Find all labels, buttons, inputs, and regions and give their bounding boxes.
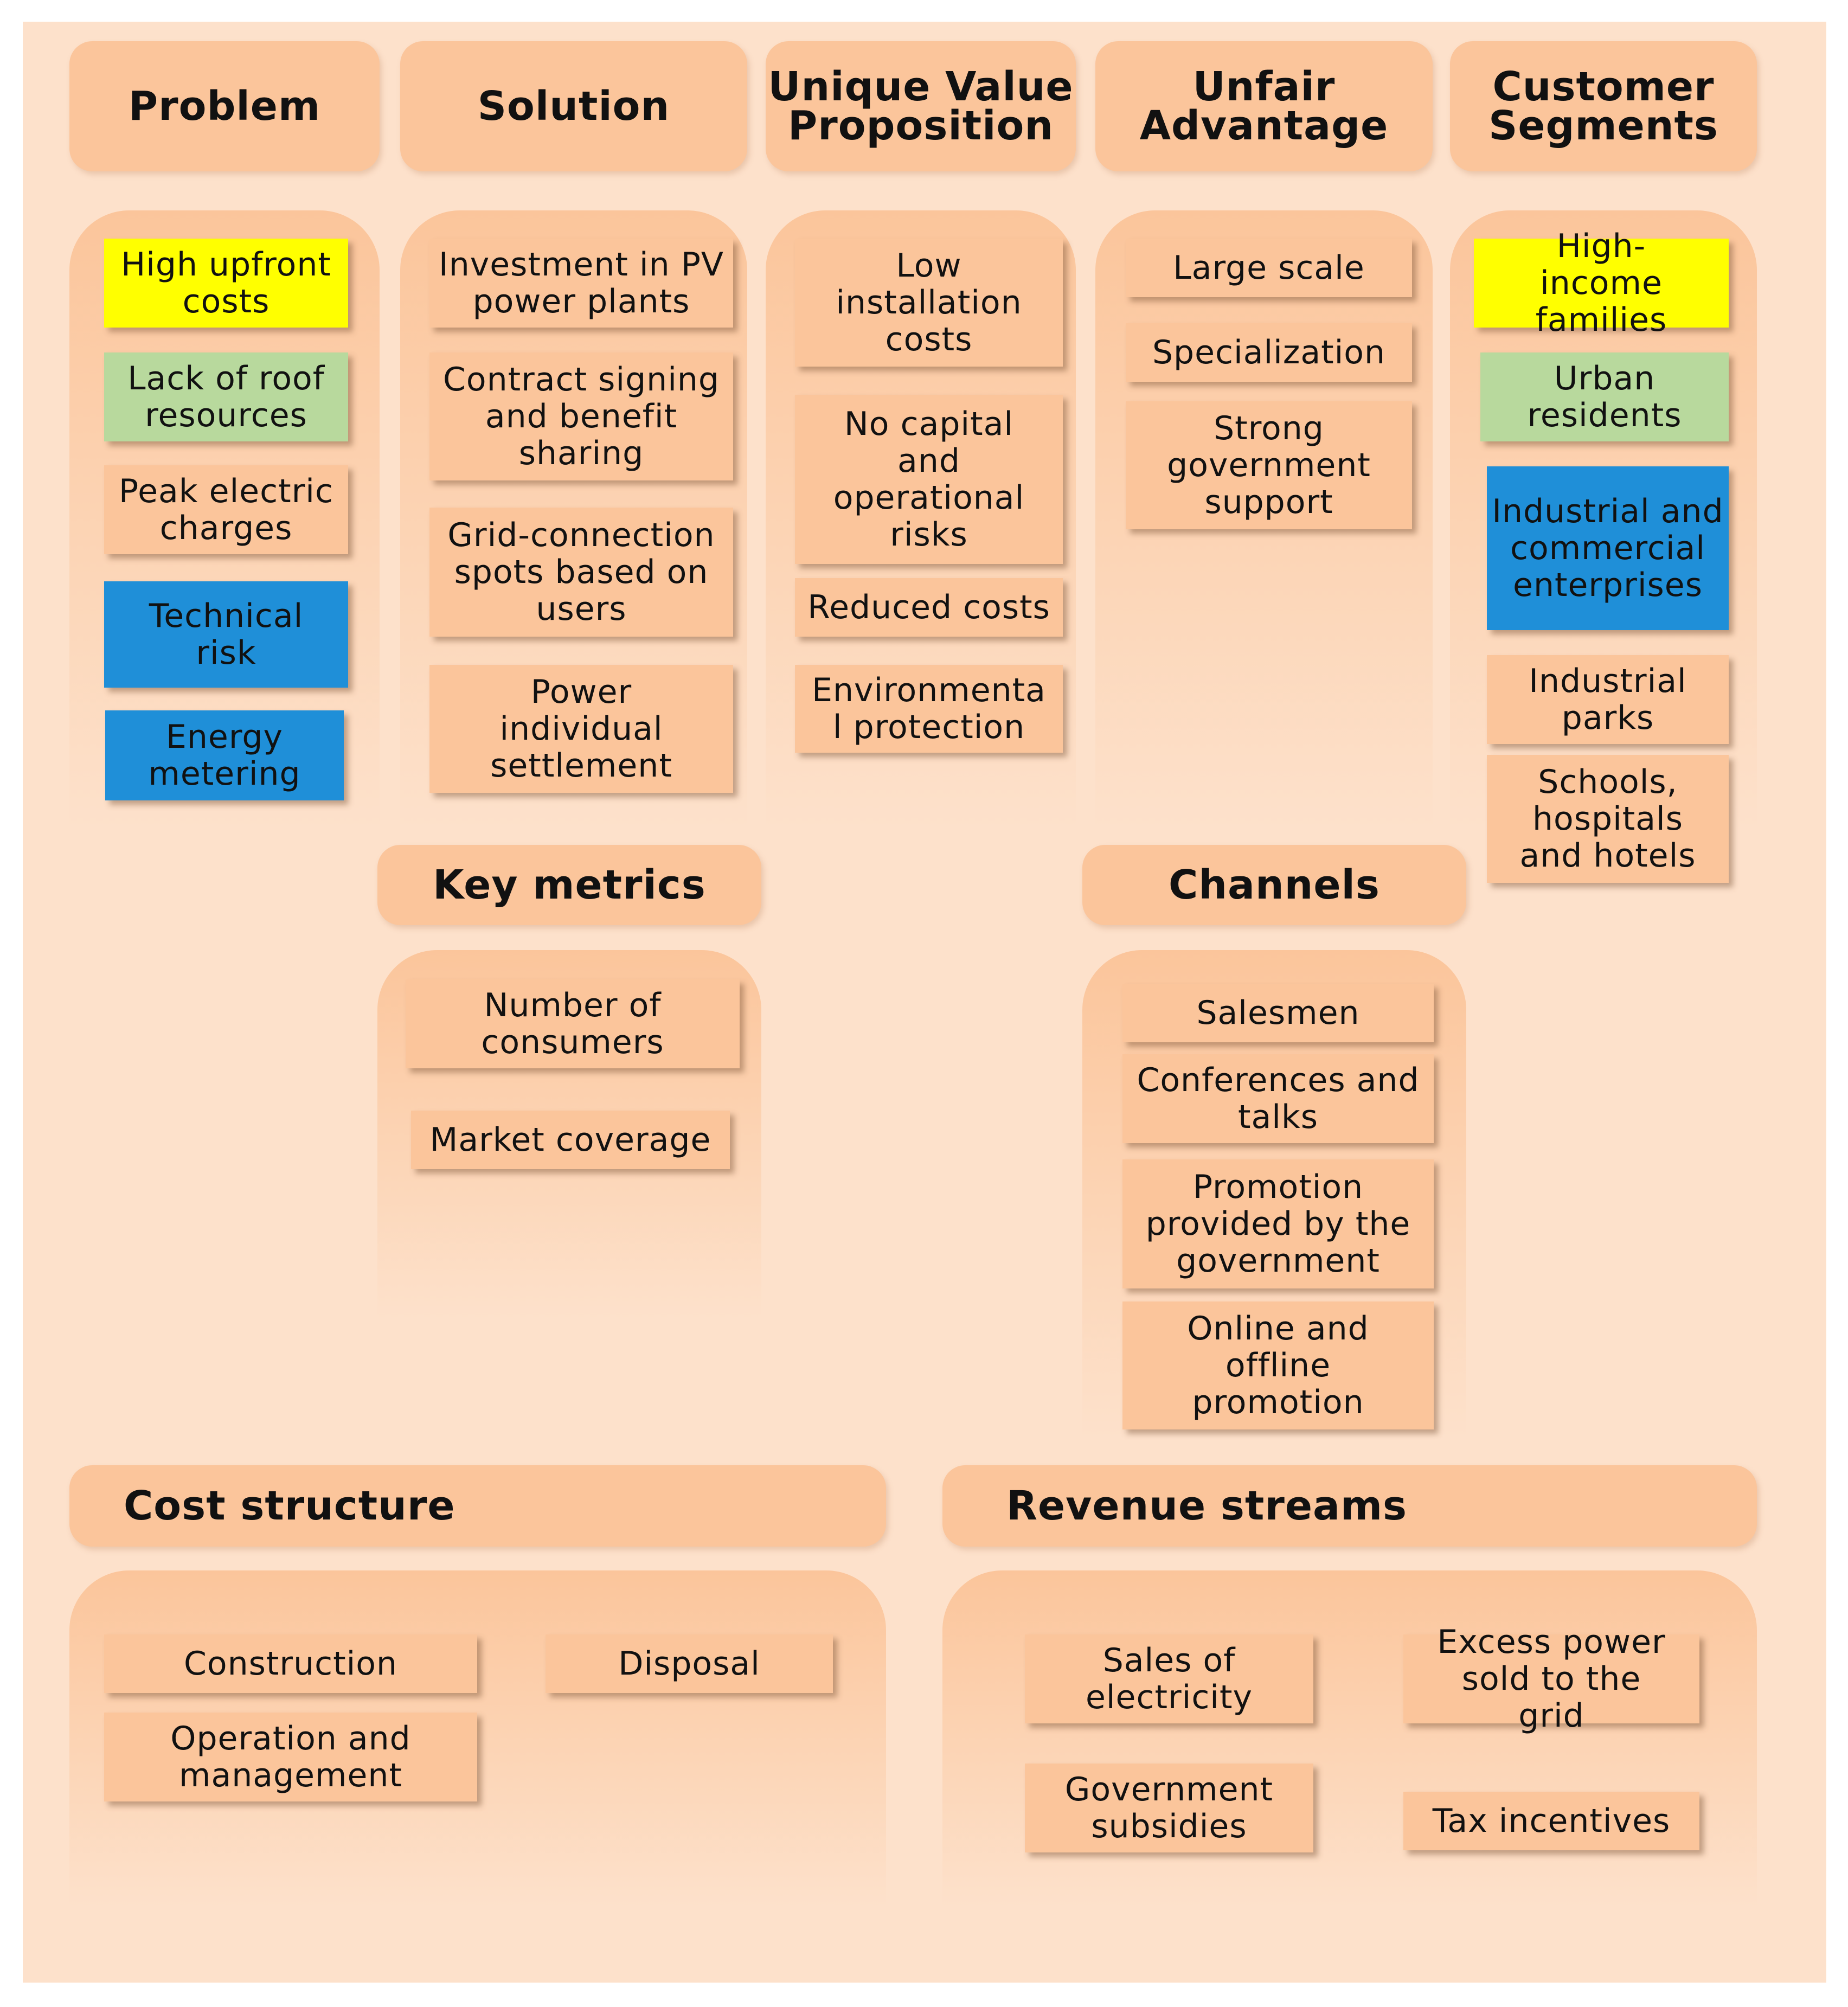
unfair-advantage-note: Specialization	[1126, 323, 1412, 382]
unfair-advantage-note: Strong government support	[1126, 401, 1412, 529]
channels-note: Online and offline promotion	[1122, 1301, 1434, 1429]
problem-note: Lack of roof resources	[104, 352, 348, 441]
solution-note: Contract signing and benefit sharing	[429, 352, 733, 480]
uvp-note: Environmenta l protection	[795, 665, 1063, 753]
customer-segment-note: Industrial parks	[1487, 655, 1729, 744]
channels-header: Channels	[1082, 845, 1466, 925]
solution-note: Grid-connection spots based on users	[429, 508, 733, 637]
channels-note: Conferences and talks	[1122, 1054, 1434, 1143]
problem-header: Problem	[69, 41, 380, 171]
problem-note: Peak electric charges	[104, 465, 348, 554]
uvp-note: Reduced costs	[795, 578, 1063, 637]
problem-note: High upfront costs	[104, 239, 348, 328]
problem-note: Technical risk	[104, 581, 348, 688]
customer-segment-note: Schools, hospitals and hotels	[1487, 755, 1729, 883]
revenue-note: Government subsidies	[1025, 1764, 1313, 1852]
channels-note: Salesmen	[1122, 984, 1434, 1042]
uvp-note: Low installation costs	[795, 239, 1063, 367]
key-metrics-note: Market coverage	[411, 1111, 730, 1169]
customer-segment-note: Industrial and commercial enterprises	[1487, 466, 1729, 630]
revenue-note: Sales of electricity	[1025, 1634, 1313, 1723]
revenue-note: Tax incentives	[1403, 1792, 1699, 1850]
solution-header: Solution	[400, 41, 747, 171]
key-metrics-note: Number of consumers	[406, 979, 740, 1068]
unfair-advantage-note: Large scale	[1126, 239, 1412, 297]
revenue-streams-header: Revenue streams	[942, 1465, 1757, 1547]
revenue-streams-panel	[942, 1570, 1757, 1907]
solution-note: Power individual settlement	[429, 665, 733, 793]
cost-structure-header: Cost structure	[69, 1465, 886, 1547]
revenue-note: Excess power sold to the grid	[1403, 1624, 1699, 1734]
problem-note: Energy metering	[105, 710, 344, 800]
customer-segment-note: High-income families	[1474, 228, 1729, 338]
channels-note: Promotion provided by the government	[1122, 1159, 1434, 1288]
unfair-advantage-header: Unfair Advantage	[1095, 41, 1433, 171]
key-metrics-header: Key metrics	[377, 845, 761, 925]
cost-note: Operation and management	[104, 1713, 477, 1801]
customer-segments-header: Customer Segments	[1450, 41, 1757, 171]
solution-note: Investment in PV power plants	[429, 239, 733, 328]
uvp-header: Unique Value Proposition	[766, 41, 1076, 171]
uvp-note: No capital and operational risks	[795, 395, 1063, 564]
customer-segment-note: Urban residents	[1480, 352, 1729, 441]
cost-note: Construction	[104, 1634, 477, 1693]
lean-canvas: Problem Solution Unique Value Propositio…	[23, 22, 1826, 1983]
cost-note: Disposal	[546, 1634, 833, 1693]
